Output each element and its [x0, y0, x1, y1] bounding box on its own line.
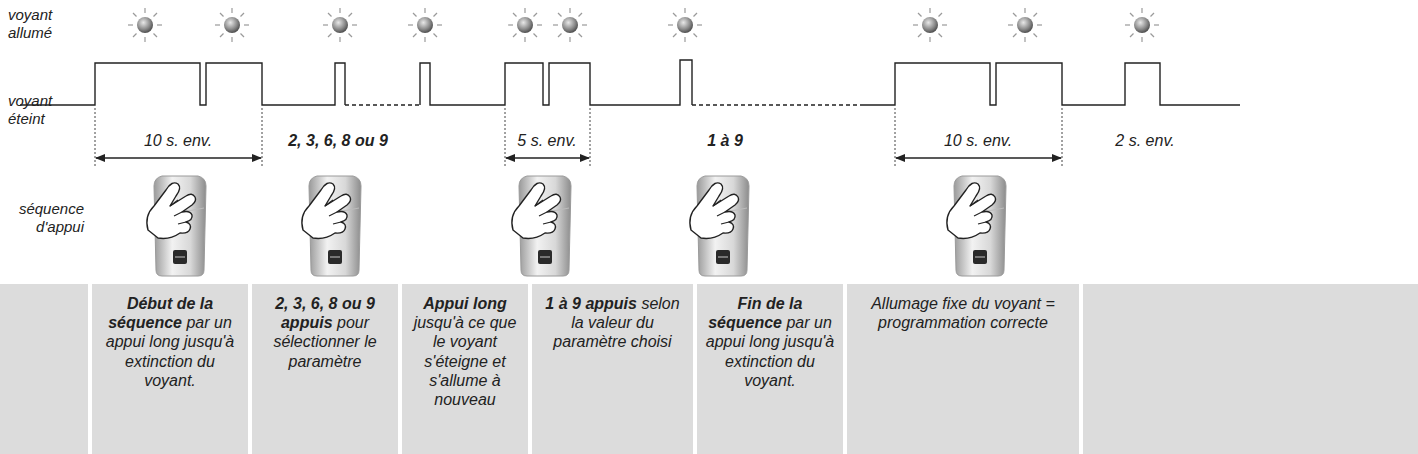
axis-label: voyant allumé [8, 6, 88, 42]
duration-label: 10 s. env. [141, 131, 215, 150]
step-box: Fin de la séquence par un appui long jus… [693, 284, 843, 454]
step-text: jusqu'à ce que le voyant s'éteigne et s'… [414, 314, 517, 408]
step-heading: 1 à 9 appuis [545, 295, 637, 312]
duration-label: 1 à 9 [704, 131, 746, 150]
duration-label: 2 s. env. [1112, 131, 1177, 150]
duration-label: 5 s. env. [514, 131, 579, 150]
step-box: Allumage fixe du voyant = programmation … [843, 284, 1083, 454]
caption-band: Début de la séquence par un appui long j… [0, 284, 1418, 454]
step-box: Appui long jusqu'à ce que le voyant s'ét… [398, 284, 528, 454]
step-box: 1 à 9 appuis selon la valeur du paramètr… [528, 284, 693, 454]
axis-label: séquence d'appui [4, 200, 84, 236]
step-box: Début de la séquence par un appui long j… [88, 284, 248, 454]
step-box: 2, 3, 6, 8 ou 9 appuis pour sélectionner… [248, 284, 398, 454]
duration-label: 2, 3, 6, 8 ou 9 [285, 131, 391, 150]
step-text: Allumage fixe du voyant = programmation … [871, 295, 1055, 331]
step-heading: Appui long [423, 295, 507, 312]
duration-label: 10 s. env. [941, 131, 1015, 150]
axis-label: voyant éteint [8, 92, 88, 128]
